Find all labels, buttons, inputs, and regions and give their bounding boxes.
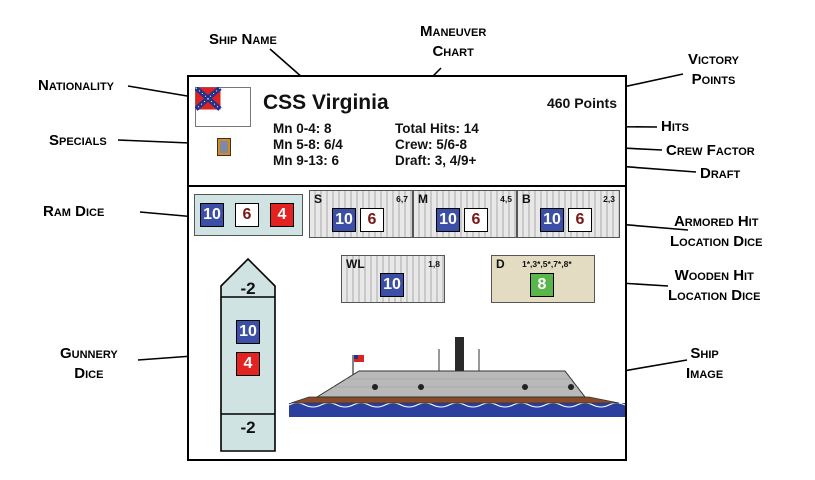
gunnery-top-modifier: -2 (240, 279, 256, 298)
gunnery-dice-callout: Gunnery Dice (60, 344, 118, 384)
ram-dice-callout: Ram Dice (43, 203, 105, 220)
victory-points: 460 Points (546, 95, 617, 111)
hit-location-range: 6,7 (396, 194, 408, 204)
hit-location-bow: B 2,3 10 6 (517, 190, 620, 238)
wooden-callout-line1: Wooden Hit (674, 267, 754, 284)
ship-name-callout: Ship Name (209, 31, 277, 48)
gunnery-callout-line1: Gunnery (60, 345, 118, 362)
total-hits: Total Hits: 14 (395, 121, 479, 136)
ram-die: 4 (270, 203, 294, 227)
wooden-range: 1*,3*,5*,7*,8* (522, 259, 572, 269)
ram-die: 10 (200, 203, 224, 227)
hit-location-die: 10 (540, 208, 564, 232)
waterline-range: 1,8 (428, 259, 440, 269)
armored-callout-line1: Armored Hit (673, 213, 759, 230)
specials-callout: Specials (49, 132, 107, 149)
hit-location-die: 10 (332, 208, 356, 232)
hit-location-range: 2,3 (603, 194, 615, 204)
ship-stats: Total Hits: 14 Crew: 5/6-8 Draft: 3, 4/9… (395, 121, 479, 169)
wooden-hit-panel: D 1*,3*,5*,7*,8* 8 (491, 255, 595, 303)
hit-location-die: 6 (360, 208, 384, 232)
draft-callout: Draft (700, 165, 741, 182)
ship-name: CSS Virginia (263, 91, 389, 114)
waterline-panel: WL 1,8 10 (341, 255, 445, 303)
hit-location-midship: M 4,5 10 6 (413, 190, 517, 238)
maneuver-row: Mn 0-4: 8 (273, 121, 332, 136)
victory-points-callout: Victory Points (688, 50, 739, 90)
gunnery-die: 4 (236, 352, 260, 376)
hit-location-range: 4,5 (500, 194, 512, 204)
armored-callout-line2: Location Dice (670, 233, 763, 250)
crew-factor-callout: Crew Factor (666, 142, 755, 159)
maneuver-row: Mn 9-13: 6 (273, 153, 340, 168)
draft-value: Draft: 3, 4/9+ (395, 153, 477, 168)
card-divider (189, 185, 625, 187)
victory-callout-line1: Victory (688, 51, 739, 68)
gunnery-callout-line2: Dice (74, 365, 104, 382)
hit-location-label: M (418, 192, 428, 206)
gunnery-die: 10 (236, 320, 260, 344)
ship-image-callout-line2: Image (686, 365, 724, 382)
crew-factor: Crew: 5/6-8 (395, 137, 468, 152)
armored-hit-callout: Armored Hit Location Dice (670, 212, 762, 252)
wooden-label: D (496, 257, 505, 271)
confederate-flag-icon (195, 87, 251, 127)
ironclad-ship-image (289, 337, 625, 417)
hit-location-die: 10 (436, 208, 460, 232)
hit-location-die: 6 (568, 208, 592, 232)
maneuver-chart-callout: Maneuver Chart (420, 22, 486, 62)
hit-location-label: B (522, 192, 531, 206)
maneuver-row: Mn 5-8: 6/4 (273, 137, 343, 152)
maneuver-callout-line1: Maneuver (420, 23, 487, 40)
specials-badge-icon (217, 138, 231, 156)
hit-location-stern: S 6,7 10 6 (309, 190, 413, 238)
ship-image-callout-line1: Ship (690, 345, 719, 362)
maneuver-callout-line2: Chart (432, 43, 474, 60)
ram-die: 6 (235, 203, 259, 227)
gunnery-bottom-modifier: -2 (240, 418, 256, 437)
waterline-die: 10 (380, 273, 404, 297)
wooden-callout-line2: Location Dice (668, 287, 761, 304)
hit-location-die: 6 (464, 208, 488, 232)
wooden-die: 8 (530, 273, 554, 297)
ship-image-callout: Ship Image (686, 344, 723, 384)
ram-dice-panel: 10 6 4 (194, 194, 303, 236)
maneuver-chart: Mn 0-4: 8 Mn 5-8: 6/4 Mn 9-13: 6 (273, 121, 343, 169)
hit-location-label: S (314, 192, 323, 206)
ship-card: CSS Virginia 460 Points Mn 0-4: 8 Mn 5-8… (187, 75, 627, 461)
waterline-label: WL (346, 257, 365, 271)
nationality-callout: Nationality (38, 77, 115, 94)
hits-callout: Hits (661, 118, 689, 135)
victory-callout-line2: Points (691, 71, 736, 88)
wooden-hit-callout: Wooden Hit Location Dice (668, 266, 760, 306)
